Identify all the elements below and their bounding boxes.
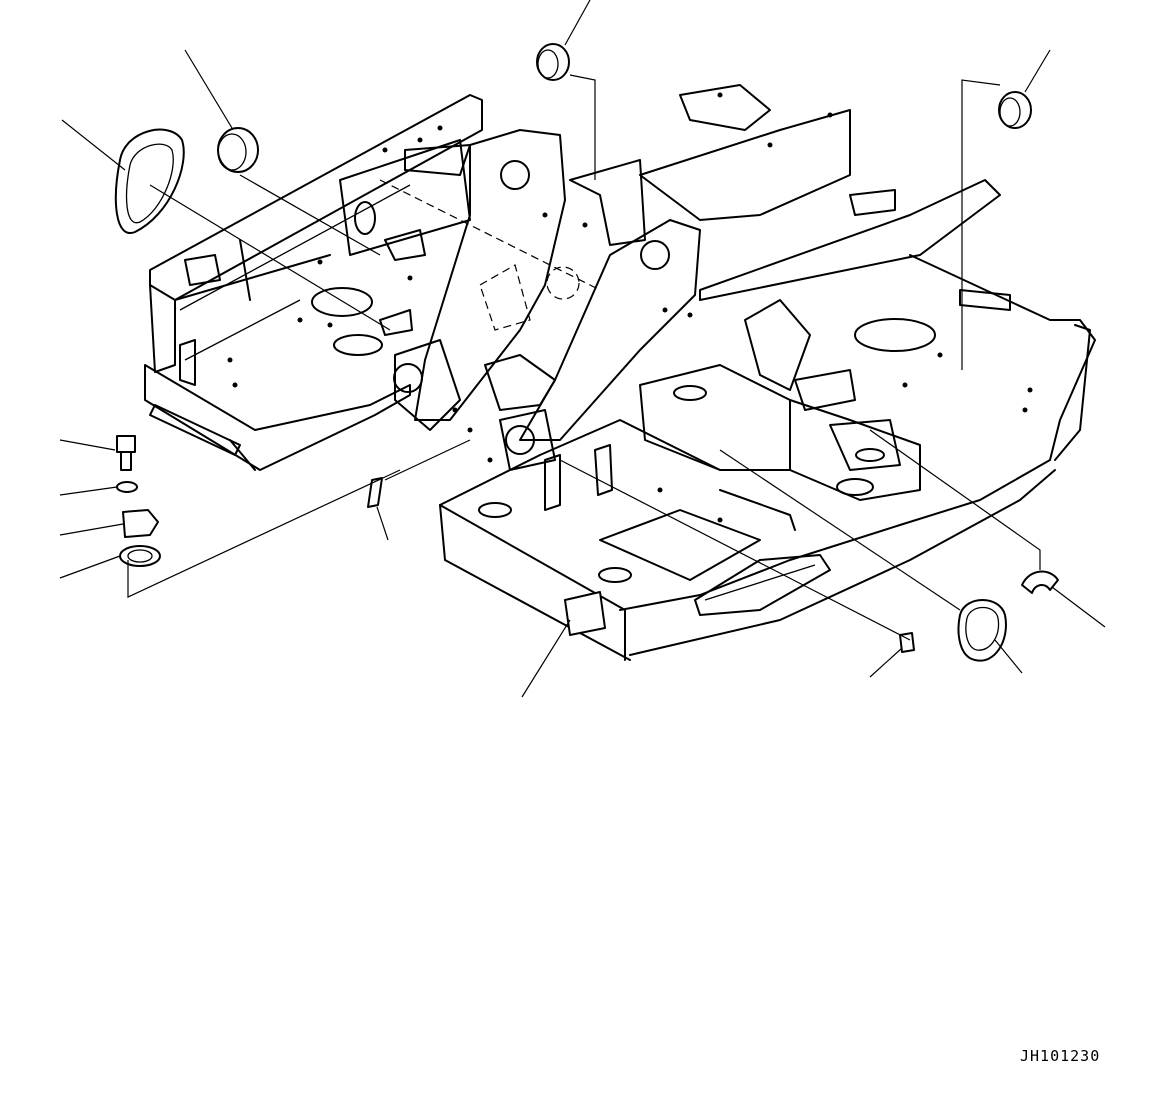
grommet-top-center (536, 43, 570, 81)
bolt (116, 435, 136, 471)
gasket (119, 545, 161, 567)
washer (116, 481, 138, 493)
leader-lines (59, 0, 1106, 698)
oval-grommet-right (957, 599, 1007, 662)
center-uprights (379, 129, 701, 471)
bolt-holes (227, 92, 1033, 523)
front-frame (439, 419, 831, 661)
drawing-code: JH101230 (1020, 1047, 1101, 1065)
left-side-frame (144, 94, 483, 471)
rear-frame (619, 84, 1096, 656)
grommet-top-left (217, 127, 259, 173)
grommet-top-right (998, 91, 1032, 129)
half-cap-right (1021, 570, 1059, 594)
clip-center (367, 477, 383, 508)
clip-right (899, 632, 915, 653)
cover-plate (122, 509, 159, 538)
oval-grommet-left (114, 128, 185, 235)
